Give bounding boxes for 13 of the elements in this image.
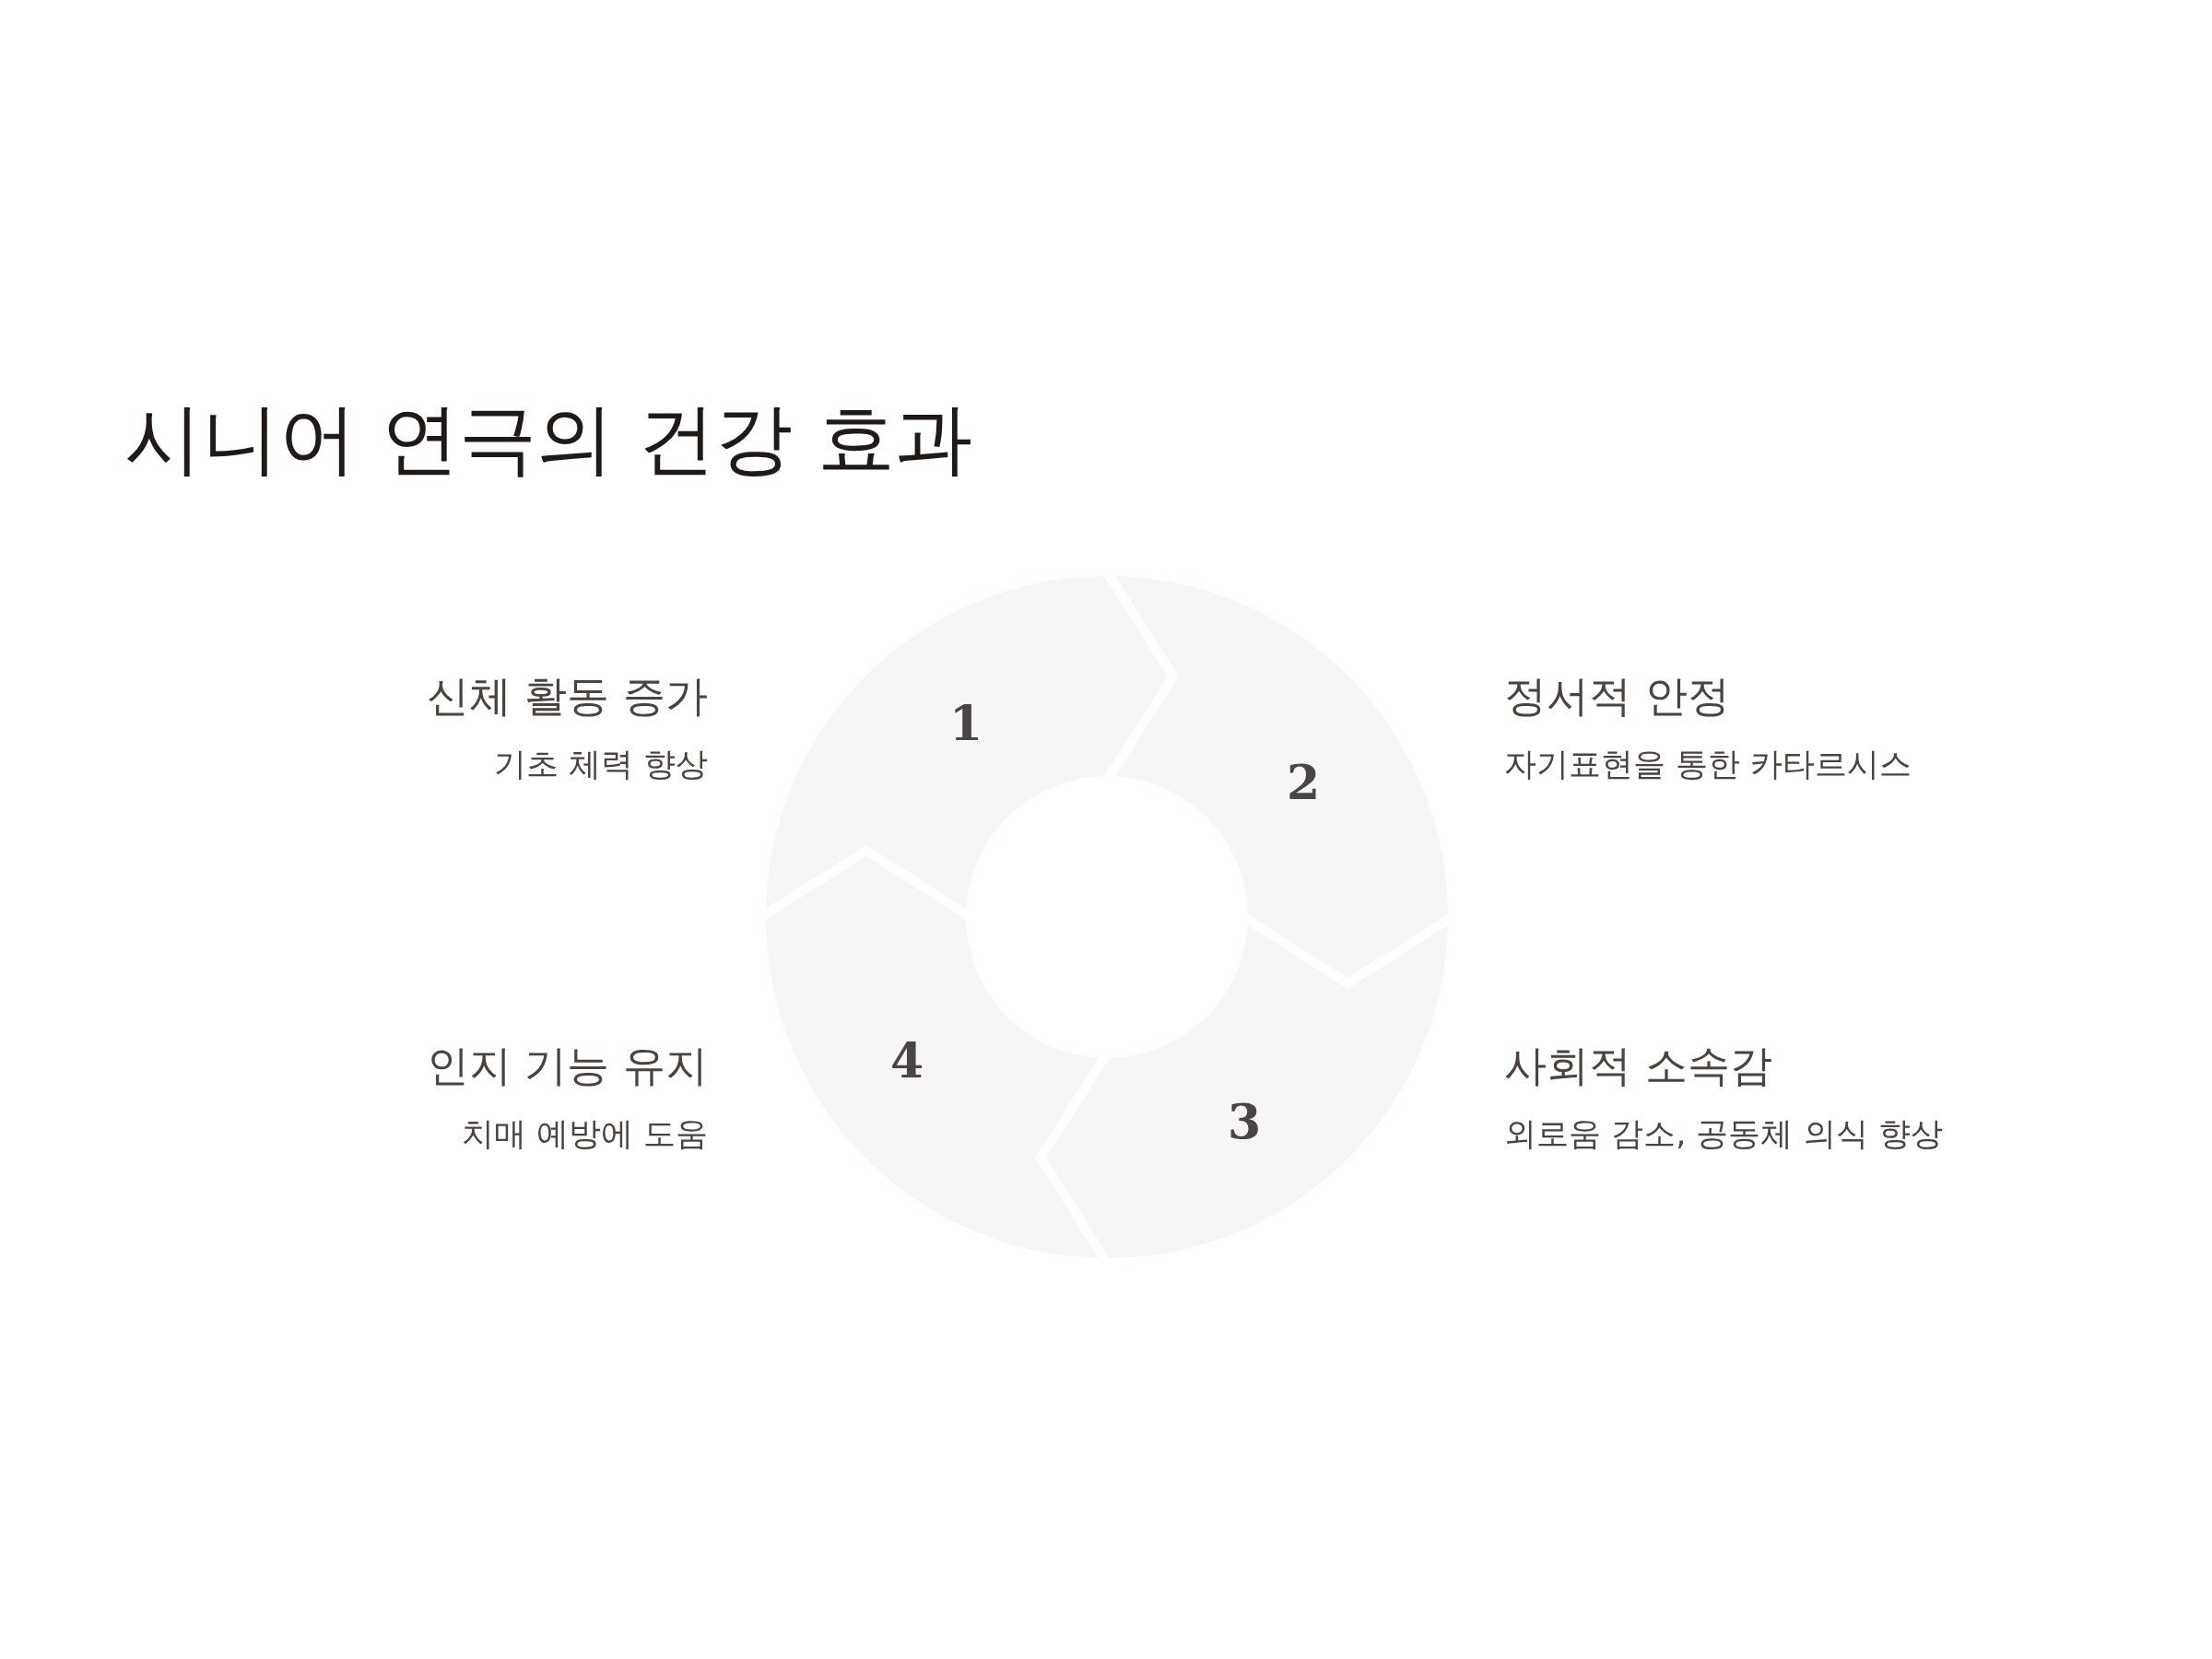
step-number: 3	[1227, 1093, 1262, 1149]
step-number: 4	[889, 1032, 924, 1088]
step-number: 1	[948, 695, 983, 751]
effect-heading: 신체 활동 증가	[426, 671, 708, 723]
effect-description: 외로움 감소, 공동체 의식 향상	[1504, 1114, 1943, 1153]
effect-description: 자기표현을 통한 카타르시스	[1504, 745, 1912, 783]
title: 시니어 연극의 건강 효과	[124, 396, 973, 482]
effect-description: 기초 체력 향상	[493, 745, 708, 783]
effect-heading: 사회적 소속감	[1504, 1041, 1772, 1092]
step-number: 2	[1286, 754, 1321, 810]
effect-heading: 인지 기능 유지	[426, 1041, 708, 1092]
effect-heading: 정서적 안정	[1504, 671, 1730, 723]
effect-description: 치매 예방에 도움	[461, 1114, 708, 1153]
